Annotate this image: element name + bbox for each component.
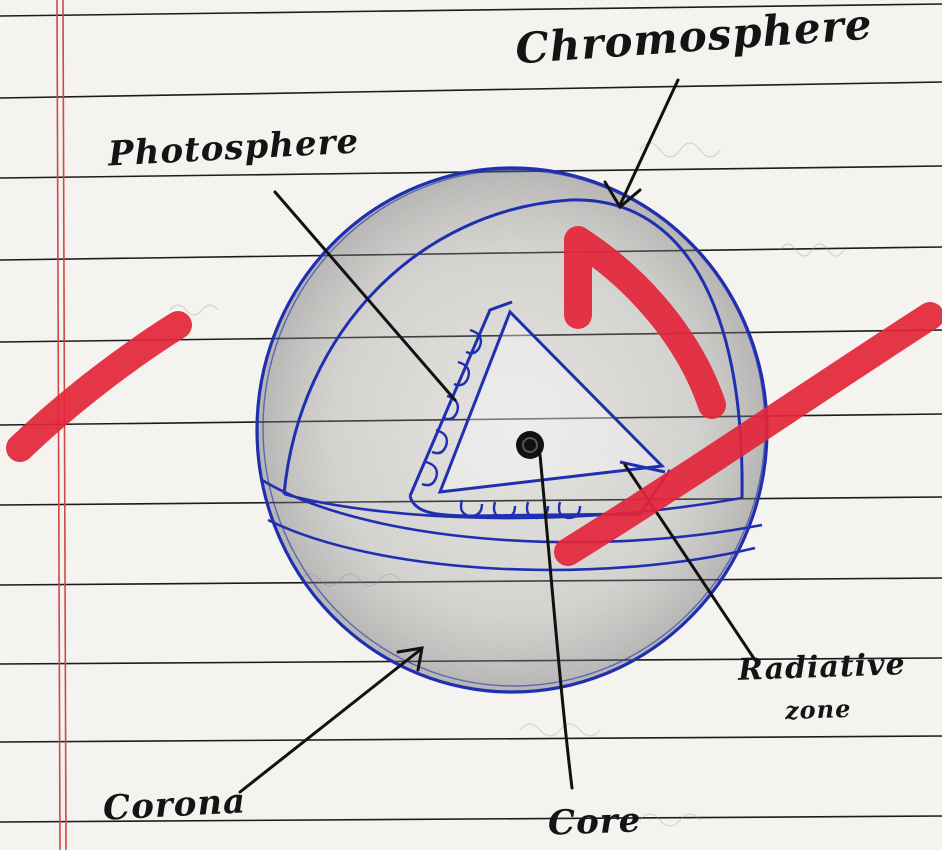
radiative-zone-label-line2: zone bbox=[785, 694, 852, 725]
corona-pointer bbox=[240, 650, 420, 792]
core-label: Core bbox=[547, 800, 642, 843]
chromosphere-pointer bbox=[620, 80, 678, 205]
radiative-zone-label-line1: Radiative bbox=[737, 647, 906, 688]
corona-label: Corona bbox=[102, 781, 247, 828]
